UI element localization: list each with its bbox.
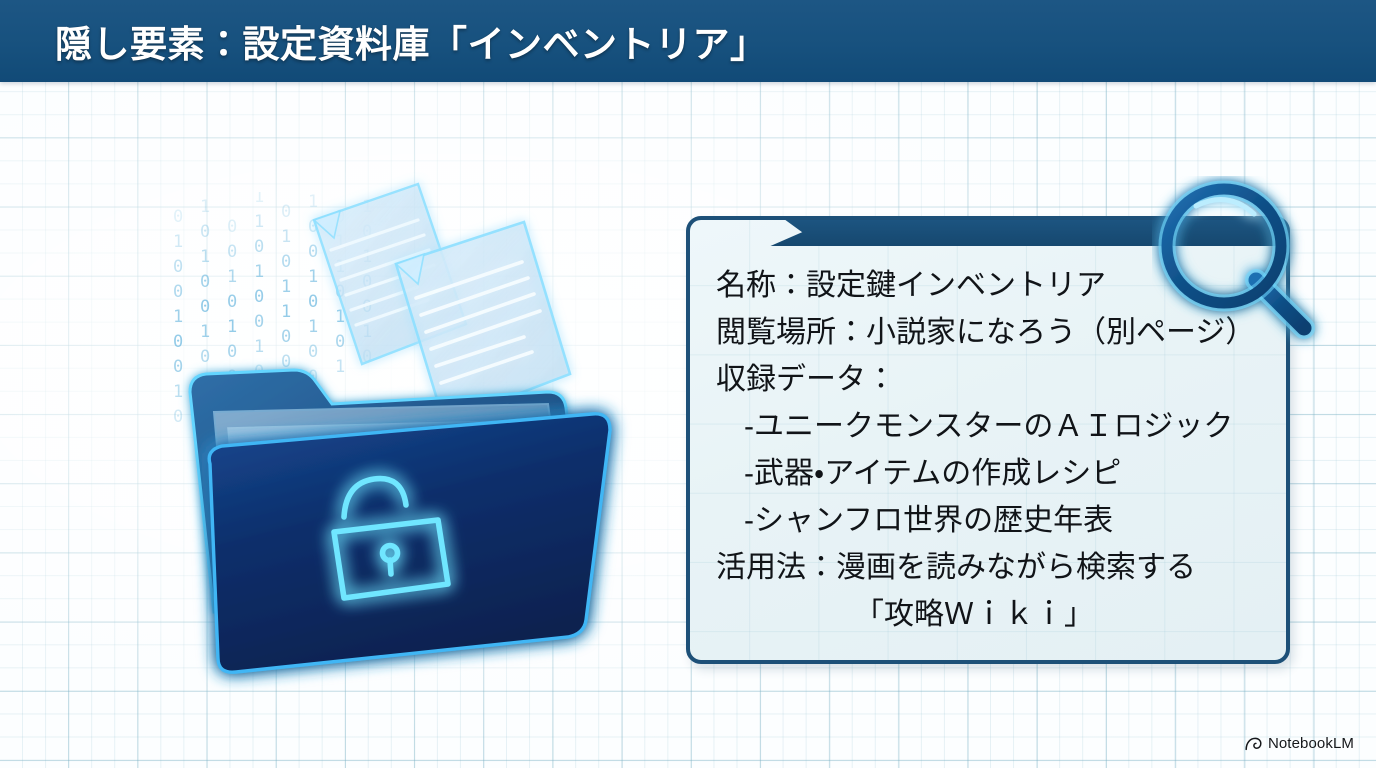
svg-text:0: 0	[281, 352, 291, 372]
folder-illustration: 0 1 0 0 1 0 0 1 0 1 0 1 0 0 1 0 0	[118, 92, 678, 692]
svg-text:1: 1	[308, 317, 318, 337]
svg-text:1: 1	[254, 212, 264, 232]
card-line-data-item-2: ‐武器・アイテムの作成レシピ	[744, 457, 1122, 490]
svg-text:1: 1	[254, 187, 264, 207]
svg-text:0: 0	[173, 357, 183, 377]
card-line-data-header: 収録データ：	[716, 363, 896, 396]
card-line-name: 名称：設定鍵インベントリア	[716, 269, 1106, 302]
svg-text:0: 0	[227, 242, 237, 262]
svg-text:0: 0	[200, 297, 210, 317]
svg-text:0: 0	[200, 347, 210, 367]
svg-text:0: 0	[308, 242, 318, 262]
svg-text:0: 0	[281, 252, 291, 272]
svg-text:0: 0	[227, 217, 237, 237]
notebooklm-brand: NotebookLM	[1245, 735, 1354, 752]
svg-text:1: 1	[200, 322, 210, 342]
svg-text:1: 1	[335, 307, 345, 327]
svg-text:0: 0	[227, 342, 237, 362]
card-line-data-item-3: ‐シャンフロ世界の歴史年表	[744, 504, 1114, 537]
card-line-location: 閲覧場所：小説家になろう（別ページ）	[716, 316, 1256, 349]
svg-text:0: 0	[254, 287, 264, 307]
svg-text:0: 0	[200, 272, 210, 292]
svg-text:0: 0	[173, 282, 183, 302]
unlocked-padlock-icon	[331, 475, 451, 601]
slide-title-bar: 隠し要素：設定資料庫「インベントリア」	[0, 0, 1376, 82]
svg-text:1: 1	[173, 382, 183, 402]
info-card: 名称：設定鍵インベントリア 閲覧場所：小説家になろう（別ページ） 収録データ： …	[686, 216, 1290, 664]
card-body: 名称：設定鍵インベントリア 閲覧場所：小説家になろう（別ページ） 収録データ： …	[716, 262, 1272, 638]
svg-text:1: 1	[308, 192, 318, 212]
folder-front	[207, 412, 612, 674]
notebooklm-wordmark: NotebookLM	[1267, 735, 1354, 752]
document-sheet-front	[394, 220, 572, 424]
svg-text:1: 1	[173, 232, 183, 252]
svg-text:0: 0	[173, 407, 183, 427]
svg-text:0: 0	[173, 332, 183, 352]
svg-text:1: 1	[308, 267, 318, 287]
svg-text:0: 0	[200, 222, 210, 242]
svg-text:0: 0	[173, 257, 183, 277]
svg-text:1: 1	[227, 267, 237, 287]
svg-text:0: 0	[308, 292, 318, 312]
svg-text:1: 1	[173, 307, 183, 327]
svg-text:0: 0	[308, 217, 318, 237]
svg-text:0: 0	[254, 312, 264, 332]
svg-text:0: 0	[227, 292, 237, 312]
page-title: 隠し要素：設定資料庫「インベントリア」	[55, 24, 768, 65]
svg-text:1: 1	[281, 277, 291, 297]
svg-text:1: 1	[254, 262, 264, 282]
svg-text:0: 0	[173, 207, 183, 227]
svg-text:0: 0	[308, 342, 318, 362]
svg-text:1: 1	[200, 247, 210, 267]
card-line-data-item-1: ‐ユニークモンスターのＡＩロジック	[744, 410, 1234, 443]
svg-text:0: 0	[281, 327, 291, 347]
svg-text:1: 1	[335, 357, 345, 377]
notebooklm-spiral-icon	[1245, 737, 1262, 751]
svg-text:1: 1	[281, 227, 291, 247]
svg-text:1: 1	[281, 302, 291, 322]
card-line-usage: 活用法：漫画を読みながら検索する	[716, 551, 1196, 584]
svg-text:0: 0	[335, 332, 345, 352]
svg-text:1: 1	[200, 197, 210, 217]
card-line-usage-quote: 「攻略Ｗｉｋｉ」	[854, 598, 1094, 631]
svg-text:0: 0	[254, 237, 264, 257]
svg-text:1: 1	[227, 317, 237, 337]
svg-text:0: 0	[281, 202, 291, 222]
svg-text:1: 1	[254, 337, 264, 357]
